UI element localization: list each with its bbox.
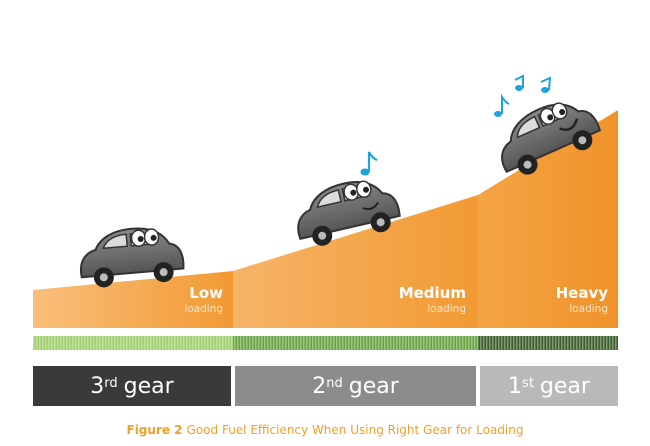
- slope-low: [33, 271, 233, 328]
- slope-medium: [233, 195, 478, 328]
- load-label: Heavy: [555, 284, 608, 302]
- car-icon: [297, 180, 401, 246]
- load-sublabel: loading: [427, 303, 466, 315]
- gear-suffix: nd: [326, 375, 343, 391]
- gear-word: gear: [539, 373, 590, 399]
- music-note-icon: [494, 93, 510, 117]
- gear-word: gear: [348, 373, 399, 399]
- gear-ordinal: 3: [90, 373, 105, 399]
- car-icon: [501, 102, 602, 175]
- load-label: Medium: [398, 284, 466, 302]
- music-note-icon: [360, 151, 378, 176]
- gear-ordinal: 2: [312, 373, 327, 399]
- gear-word: gear: [123, 373, 174, 399]
- load-sublabel: loading: [569, 303, 608, 315]
- figure-number: Figure 2: [126, 423, 183, 437]
- gear-ordinal: 1: [508, 373, 523, 399]
- load-label-heavy: Heavy loading: [518, 284, 608, 316]
- figure-caption-text: Good Fuel Efficiency When Using Right Ge…: [186, 423, 524, 437]
- strip-texture: [33, 336, 618, 350]
- load-label: Low: [189, 284, 223, 302]
- load-label-low: Low loading: [133, 284, 223, 316]
- gear-suffix: rd: [104, 375, 118, 391]
- music-note-icon: [540, 76, 552, 93]
- music-note-icon: [514, 74, 524, 91]
- gear-suffix: st: [522, 375, 534, 391]
- hill-scene: [33, 74, 618, 350]
- car-icon: [79, 227, 185, 288]
- load-sublabel: loading: [184, 303, 223, 315]
- load-label-medium: Medium loading: [366, 284, 466, 316]
- slope-heavy: [478, 110, 618, 328]
